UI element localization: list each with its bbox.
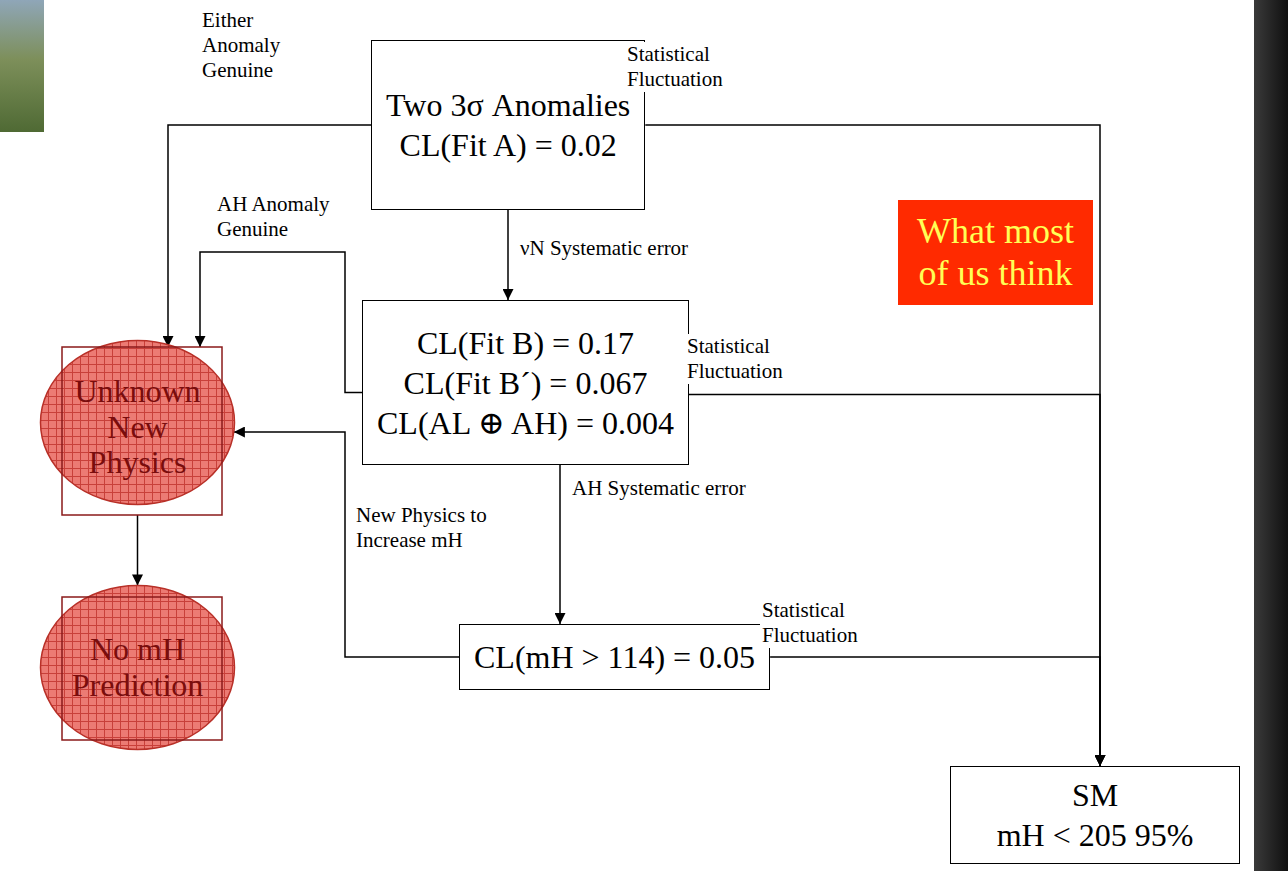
outcome-ellipse: No mH Prediction — [40, 585, 235, 750]
node-text: SM — [1072, 775, 1118, 815]
process-box: SMmH < 205 95% — [950, 766, 1240, 864]
process-box: Two 3σ AnomaliesCL(Fit A) = 0.02 — [371, 40, 645, 210]
node-text: mH < 205 95% — [997, 815, 1194, 855]
callout-box: What most of us think — [898, 200, 1093, 305]
ellipse-outline — [41, 586, 235, 750]
edge-label: Statistical Fluctuation — [625, 42, 744, 92]
connector-arrow — [689, 395, 1100, 767]
ellipse-outline — [41, 341, 235, 505]
inner-square — [62, 347, 222, 515]
outcome-ellipse: Unknown New Physics — [40, 340, 235, 515]
process-box: CL(mH > 114) = 0.05 — [459, 624, 770, 690]
node-text: CL(Fit B) = 0.17 — [417, 323, 634, 363]
edge-label: New Physics to Increase mH — [354, 503, 508, 553]
inner-square — [62, 597, 222, 740]
edge-label: AH Systematic error — [570, 476, 834, 501]
connector-arrow — [200, 252, 362, 393]
edge-label: νN Systematic error — [518, 236, 742, 261]
node-text: No mH Prediction — [63, 632, 213, 704]
process-box: CL(Fit B) = 0.17CL(Fit B´) = 0.067CL(AL … — [362, 300, 689, 465]
edge-label: Statistical Fluctuation — [760, 598, 884, 648]
connector-arrow — [559, 465, 561, 624]
connector-arrow — [507, 210, 509, 300]
text-holder: Unknown New Physics — [63, 374, 213, 481]
edge-label: Either Anomaly Genuine — [200, 8, 324, 84]
node-text: CL(AL ⊕ AH) = 0.004 — [377, 403, 674, 443]
edge-label: AH Anomaly Genuine — [215, 192, 354, 242]
dark-edge — [1254, 0, 1288, 871]
node-text: CL(Fit B´) = 0.067 — [404, 363, 648, 403]
connector-arrow — [770, 657, 1100, 766]
node-text: Two 3σ Anomalies — [386, 85, 630, 125]
node-text: Unknown New Physics — [63, 374, 213, 481]
node-text: What most of us think — [908, 211, 1083, 294]
edge-label: Statistical Fluctuation — [685, 334, 809, 384]
node-text: CL(Fit A) = 0.02 — [400, 125, 617, 165]
node-text: CL(mH > 114) = 0.05 — [474, 637, 755, 677]
connector-arrow — [137, 515, 139, 586]
text-holder: No mH Prediction — [63, 632, 213, 704]
connector-arrow — [168, 125, 371, 347]
photo-strip — [0, 0, 44, 132]
